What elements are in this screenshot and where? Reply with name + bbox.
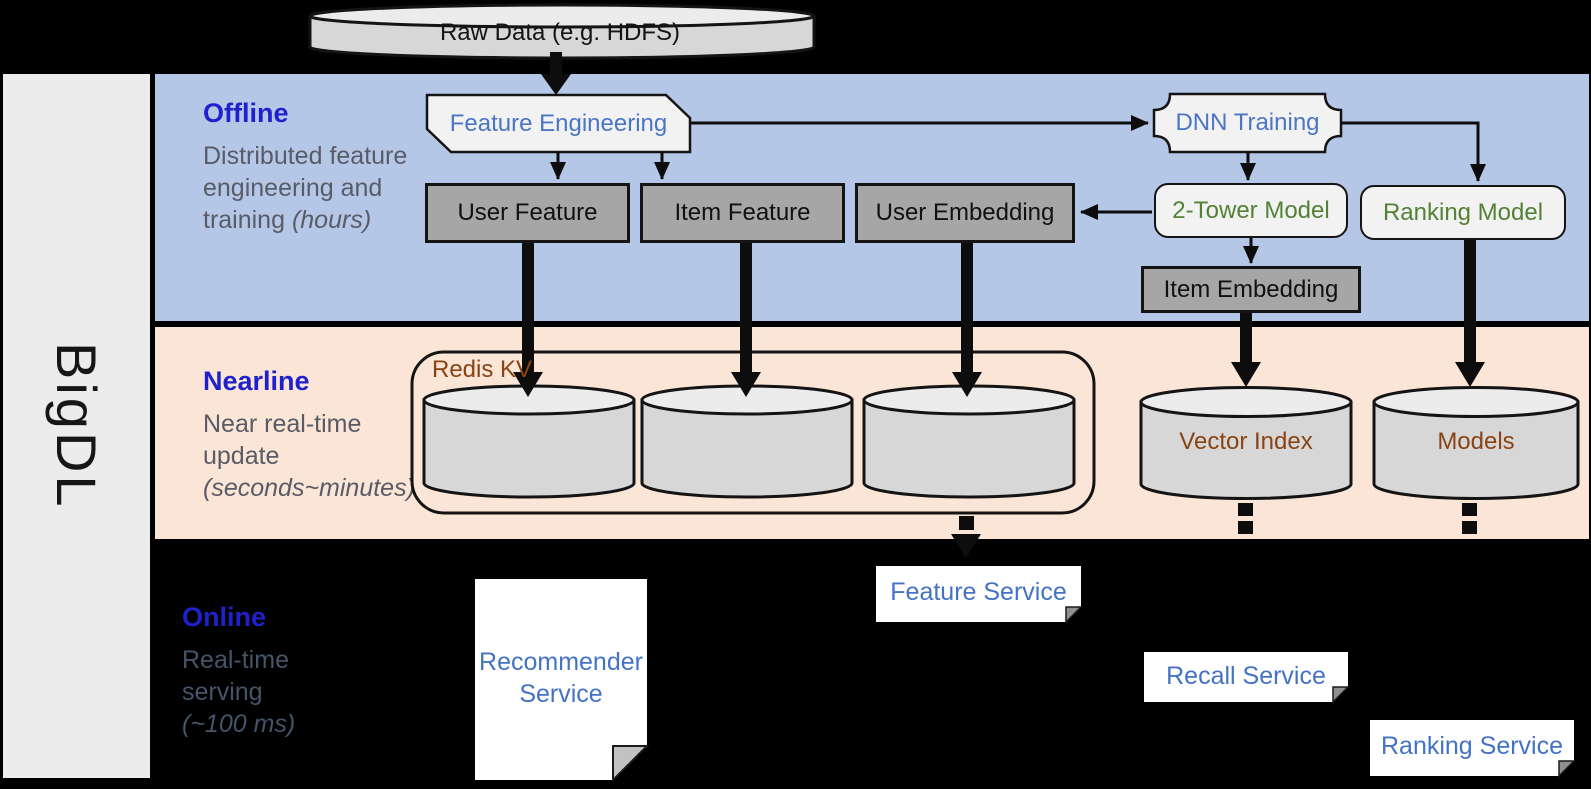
online-description-text: Real-time serving — [182, 646, 289, 706]
recall-service-label: Recall Service — [1166, 661, 1326, 690]
item-feature-box: Item Feature — [640, 183, 845, 243]
raw-data-label: Raw Data (e.g. HDFS) — [439, 19, 681, 46]
nearline-description: Near real-time update (seconds~minutes) — [203, 408, 415, 504]
online-title: Online — [182, 602, 267, 632]
item-embedding-box: Item Embedding — [1141, 266, 1361, 313]
recommender-service-label: Recommender Service — [479, 647, 643, 709]
user-feature-box: User Feature — [425, 183, 630, 243]
ranking-service-doc — [1370, 720, 1576, 778]
raw-data-cylinder — [308, 3, 816, 60]
nearline-description-text: Near real-time update — [203, 410, 362, 470]
feature-service-doc — [876, 566, 1083, 624]
offline-title: Offline — [203, 98, 289, 128]
two-tower-model-box: 2-Tower Model — [1154, 183, 1348, 238]
ranking-model-box: Ranking Model — [1360, 185, 1566, 240]
nearline-title: Nearline — [203, 366, 310, 396]
user-embedding-box: User Embedding — [855, 183, 1075, 243]
online-description: Real-time serving (~100 ms) — [182, 644, 332, 740]
recommender-service-doc — [475, 579, 650, 783]
bigdl-label: BigDL — [45, 342, 108, 510]
offline-description: Distributed feature engineering and trai… — [203, 140, 418, 236]
nearline-description-italic: (seconds~minutes) — [203, 474, 415, 502]
feature-service-label: Feature Service — [890, 577, 1067, 606]
ranking-service-label: Ranking Service — [1380, 731, 1564, 760]
bigdl-sidebar: BigDL — [3, 74, 150, 778]
recall-service-doc — [1144, 652, 1350, 704]
offline-description-italic: (hours) — [291, 206, 372, 234]
online-description-italic: (~100 ms) — [182, 710, 296, 738]
offline-description-text: Distributed feature engineering and trai… — [203, 142, 408, 234]
